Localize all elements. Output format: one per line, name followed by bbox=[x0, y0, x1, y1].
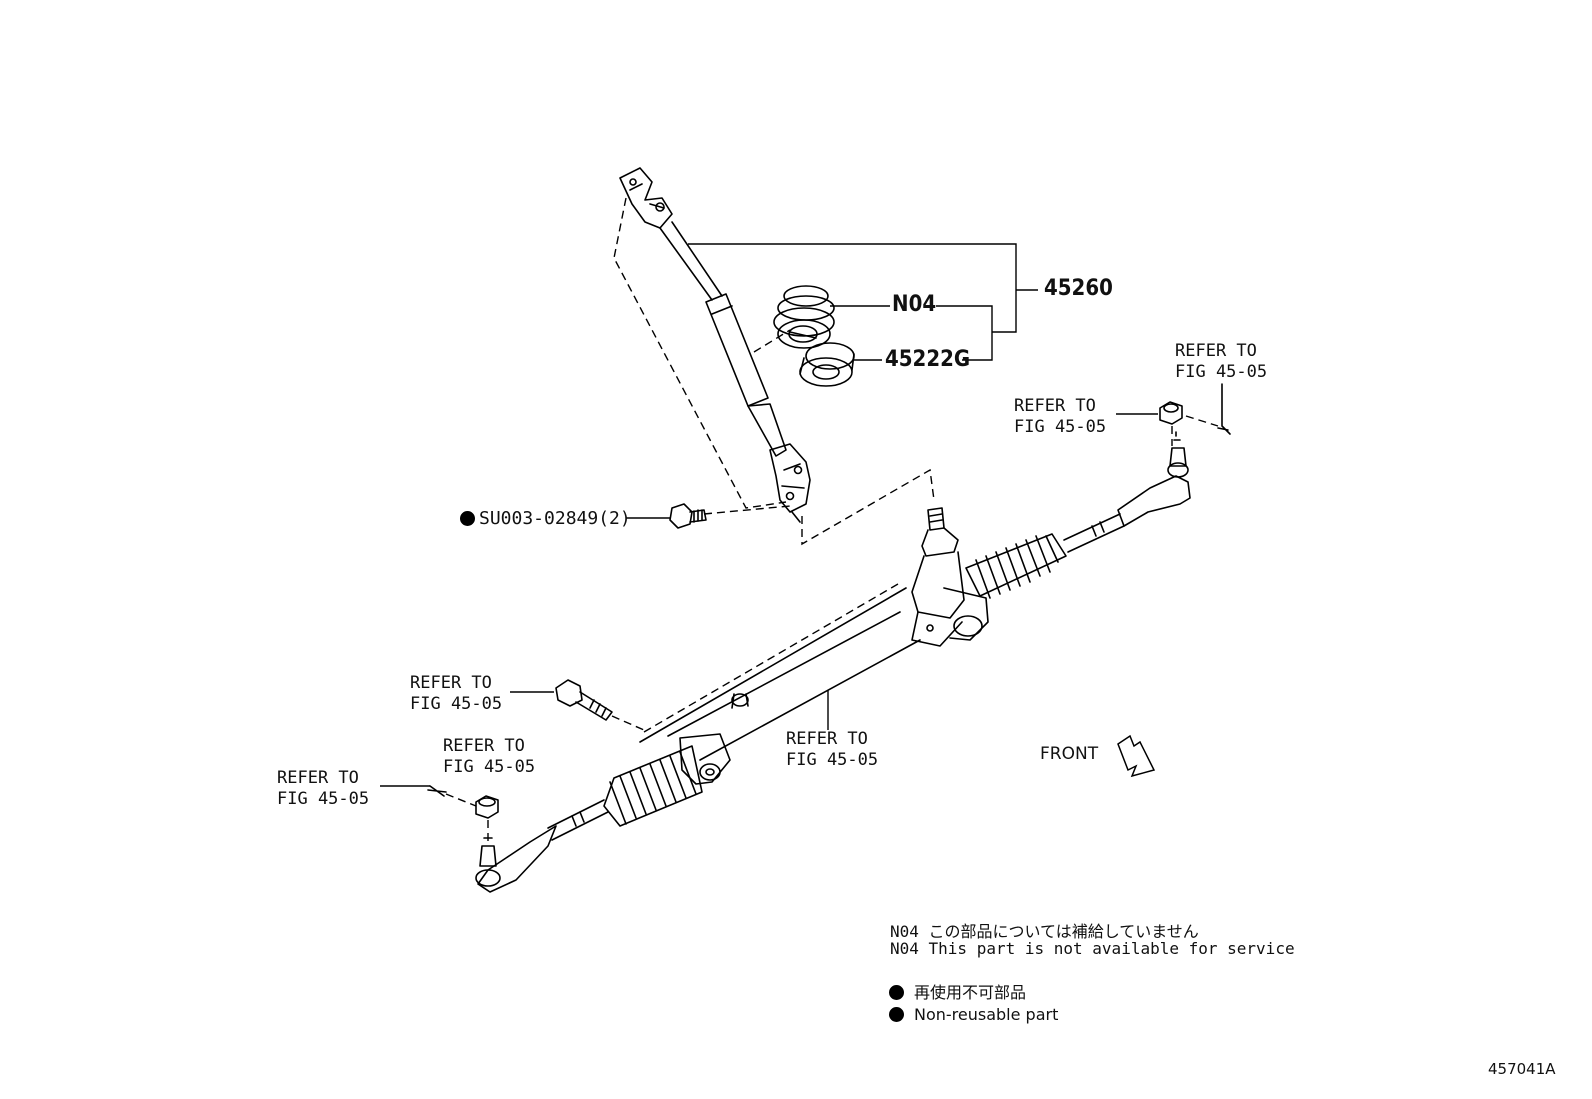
shaft-seal bbox=[799, 342, 855, 387]
refer-line2: FIG 45-05 bbox=[1014, 417, 1107, 437]
legend-jp: 再使用不可部品 bbox=[889, 979, 1026, 1003]
part-number-bolt: SU003-02849(2) bbox=[460, 508, 631, 529]
phantom-lines bbox=[445, 197, 1219, 842]
refer-line1: REFER TO bbox=[410, 673, 492, 693]
legend-jp-text: 再使用不可部品 bbox=[914, 983, 1027, 1002]
non-reusable-dot-icon bbox=[889, 985, 904, 1000]
right-rack-boot bbox=[965, 431, 1191, 599]
refer-line2: FIG 45-05 bbox=[786, 750, 879, 770]
front-arrow-icon bbox=[1117, 734, 1156, 778]
refer-line2: FIG 45-05 bbox=[277, 789, 370, 809]
pinch-bolt bbox=[669, 503, 707, 529]
non-reusable-marker-icon bbox=[460, 511, 475, 526]
refer-line1: REFER TO bbox=[277, 768, 359, 788]
bolt-number-text: SU003-02849(2) bbox=[479, 508, 631, 529]
steering-rack-housing bbox=[639, 507, 989, 785]
left-cotter-pin bbox=[427, 785, 447, 797]
illustration-id: 457041A bbox=[1488, 1060, 1556, 1078]
refer-label-right-nut: REFER TO FIG 45-05 bbox=[1014, 396, 1106, 438]
refer-line2: FIG 45-05 bbox=[410, 694, 503, 714]
left-nut bbox=[475, 795, 499, 819]
refer-label-left-pin: REFER TO FIG 45-05 bbox=[277, 768, 369, 810]
right-cotter-pin bbox=[1217, 383, 1231, 435]
mounting-bolt bbox=[555, 679, 613, 721]
leader-lines bbox=[380, 243, 1158, 787]
non-reusable-dot-icon bbox=[889, 1007, 904, 1022]
right-nut bbox=[1159, 401, 1183, 425]
shaft-boot bbox=[773, 285, 835, 349]
part-number-45222g: 45222G bbox=[885, 347, 971, 372]
refer-line1: REFER TO bbox=[1175, 341, 1257, 361]
refer-label-rack: REFER TO FIG 45-05 bbox=[786, 729, 878, 771]
legend-en-text: Non-reusable part bbox=[914, 1005, 1059, 1024]
note-n04-en: N04 This part is not available for servi… bbox=[890, 939, 1295, 958]
refer-line2: FIG 45-05 bbox=[1175, 362, 1268, 382]
front-label: FRONT bbox=[1040, 744, 1099, 764]
refer-line2: FIG 45-05 bbox=[443, 757, 536, 777]
refer-label-left-nut: REFER TO FIG 45-05 bbox=[443, 736, 535, 778]
refer-label-right-top: REFER TO FIG 45-05 bbox=[1175, 341, 1267, 383]
refer-label-bolt: REFER TO FIG 45-05 bbox=[410, 673, 502, 715]
part-number-n04: N04 bbox=[892, 292, 937, 317]
refer-line1: REFER TO bbox=[1014, 396, 1096, 416]
refer-line1: REFER TO bbox=[443, 736, 525, 756]
note-n04-jp: N04 この部品については補給していません bbox=[890, 922, 1199, 941]
refer-line1: REFER TO bbox=[786, 729, 868, 749]
steering-intermediate-shaft bbox=[619, 167, 811, 523]
legend-en: Non-reusable part bbox=[889, 1005, 1058, 1024]
part-number-45260: 45260 bbox=[1044, 276, 1113, 301]
